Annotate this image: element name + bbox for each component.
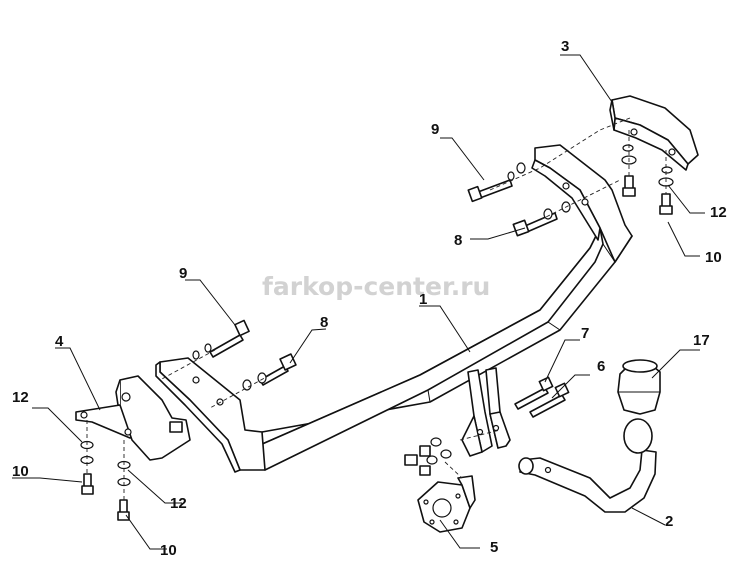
label-8-upper: 8 [454, 232, 462, 249]
right-mounting-bracket [609, 95, 699, 171]
label-12-bottom: 12 [170, 495, 187, 512]
leader-lines [12, 54, 705, 550]
watermark-text: farkop-center.ru [262, 272, 490, 301]
label-1: 1 [419, 291, 427, 308]
label-3: 3 [561, 38, 569, 55]
label-12-left: 12 [12, 389, 29, 406]
socket-plate [417, 475, 476, 533]
bolt-8-lower [242, 353, 297, 391]
bolt-10-left [80, 440, 131, 521]
bolt-8-upper [512, 201, 571, 237]
label-9-upper: 9 [431, 121, 439, 138]
left-mounting-bracket [75, 375, 191, 461]
main-crossbar [155, 144, 633, 473]
label-9-lower: 9 [179, 265, 187, 282]
tow-ball-neck [518, 418, 657, 513]
label-12-right: 12 [710, 204, 727, 221]
label-4: 4 [55, 333, 64, 350]
bolt-10-right [621, 144, 674, 215]
label-10-right: 10 [705, 249, 722, 266]
bolts-6-7 [514, 376, 570, 418]
label-5: 5 [490, 539, 498, 556]
assembly-guide-lines [86, 117, 667, 500]
bolt-9-upper [467, 162, 526, 203]
bolt-9-lower [192, 319, 250, 360]
part-numbers: 1 2 3 4 5 6 7 8 8 9 9 10 10 10 12 12 12 … [12, 38, 727, 559]
label-17: 17 [693, 332, 710, 349]
label-2: 2 [665, 513, 673, 530]
ball-cover [617, 359, 661, 415]
label-6: 6 [597, 358, 605, 375]
label-10-left: 10 [12, 463, 29, 480]
hitch-nuts [404, 437, 452, 476]
label-10-bottom: 10 [160, 542, 177, 559]
label-8-lower: 8 [320, 314, 328, 331]
label-7: 7 [581, 325, 589, 342]
